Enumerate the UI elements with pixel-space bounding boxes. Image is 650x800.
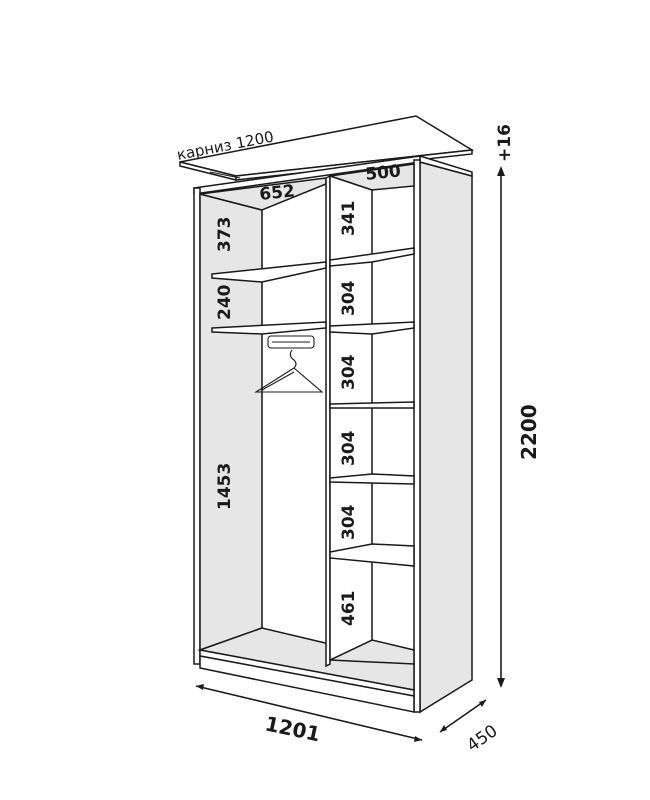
left-height-2: 240 [215, 284, 235, 320]
left-height-1: 373 [215, 217, 235, 253]
hanger-icon [254, 335, 324, 393]
left-width-label: 652 [258, 181, 295, 205]
dimension-labels: карниз 1200 652 500 +16 2200 1201 450 37… [175, 124, 541, 756]
left-shelves [211, 261, 327, 335]
right-height-2: 304 [339, 280, 359, 316]
right-height-4: 304 [339, 430, 359, 466]
right-height-6: 461 [339, 591, 359, 627]
width-label: 1201 [263, 711, 322, 746]
center-divider [325, 174, 373, 668]
depth-label: 450 [463, 721, 501, 756]
cornice-extra-label: +16 [495, 124, 515, 162]
right-height-5: 304 [339, 504, 359, 540]
right-height-3: 304 [339, 354, 359, 390]
dimension-lines [195, 166, 505, 742]
right-shelves [329, 247, 415, 567]
right-width-label: 500 [364, 161, 402, 185]
height-label: 2200 [517, 404, 541, 460]
left-height-3: 1453 [215, 463, 235, 510]
right-height-1: 341 [339, 201, 359, 237]
